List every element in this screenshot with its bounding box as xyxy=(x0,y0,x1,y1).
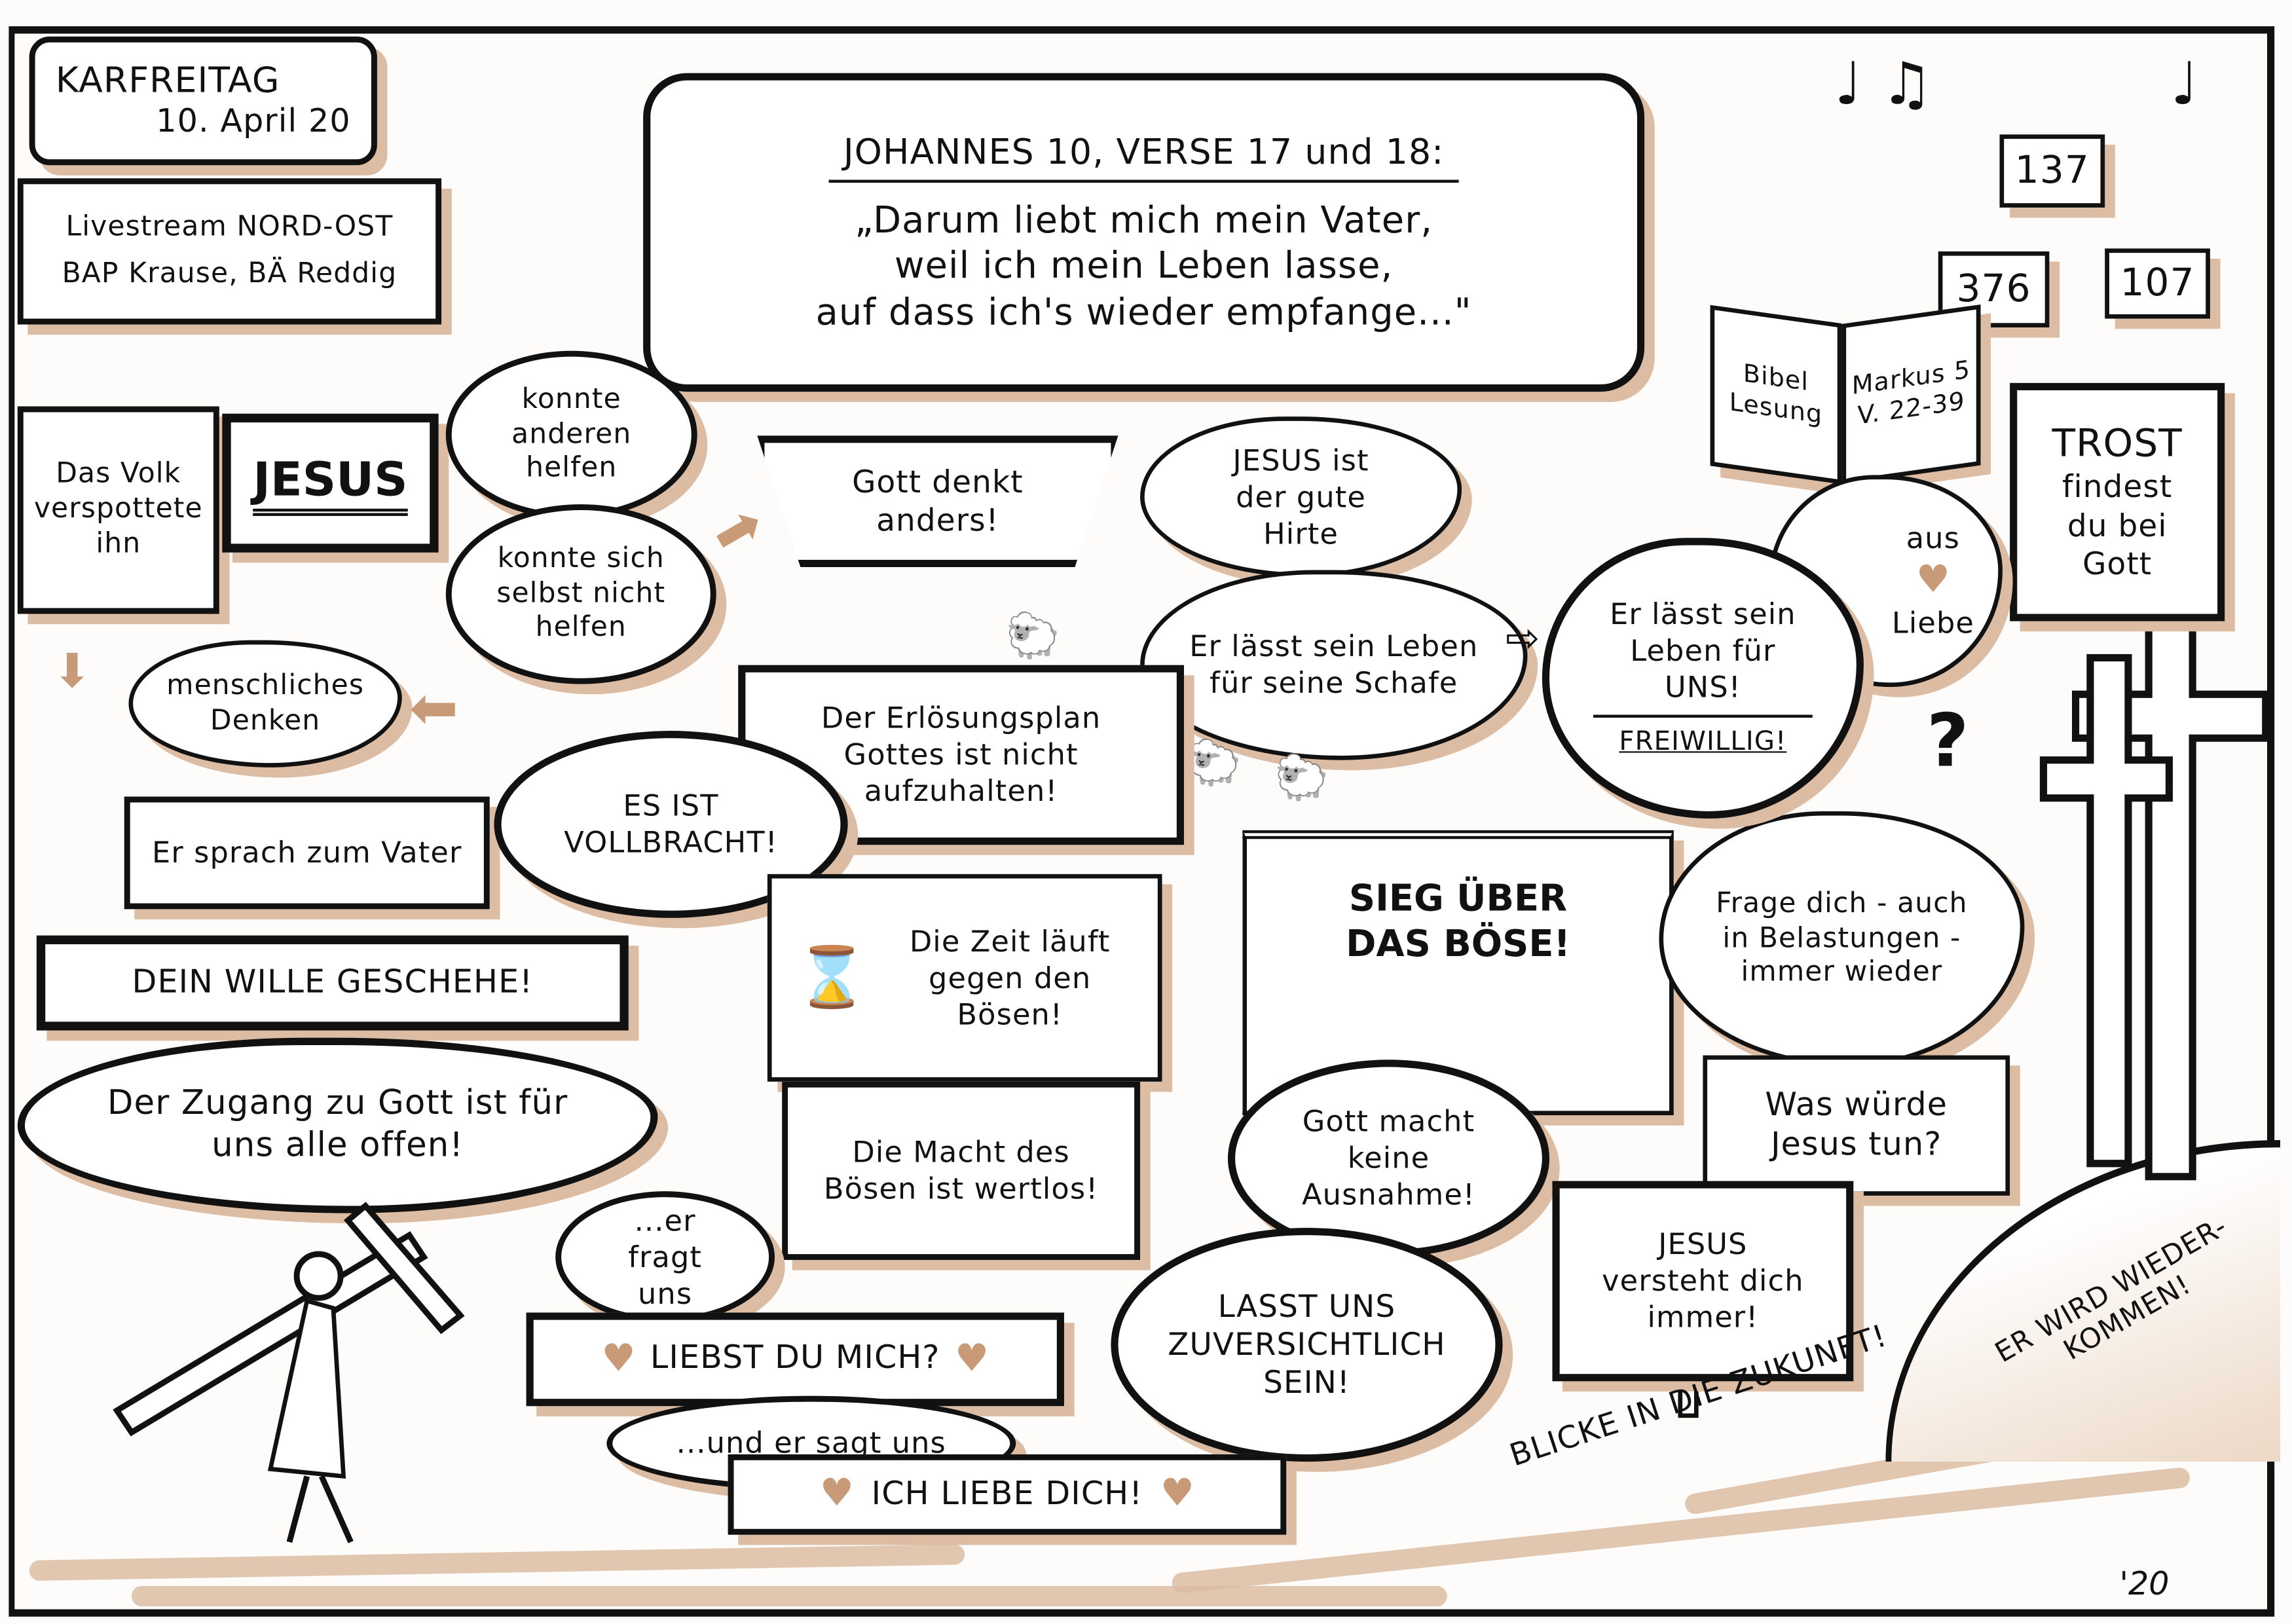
question-mark: ? xyxy=(1926,698,1969,784)
do-you-love-me-text: LIEBST DU MICH? xyxy=(650,1340,940,1378)
music-note-icon: ♩ xyxy=(2170,51,2198,119)
heart-icon: ♥ xyxy=(819,1472,854,1517)
i-love-you-banner: ♥ ICH LIEBE DICH! ♥ xyxy=(728,1454,1287,1535)
heart-icon: ♥ xyxy=(601,1337,636,1381)
spoke-to-father-box: Er sprach zum Vater xyxy=(124,796,490,910)
cloud-access-to-god: Der Zugang zu Gott ist für uns alle offe… xyxy=(17,1037,658,1213)
sheep-icon: 🐑 xyxy=(1274,752,1329,804)
bible-reading-label: Bibel Lesung xyxy=(1710,304,1842,485)
arrow-left-icon: ⬅ xyxy=(409,675,458,743)
freiwillig-text: FREIWILLIG! xyxy=(1619,726,1787,758)
artist-signature: '20 xyxy=(2119,1566,2170,1604)
figure-carrying-cross-icon xyxy=(113,1202,465,1543)
arrow-down-icon: ⬇ xyxy=(52,643,92,699)
jesus-understands-sign: JESUS versteht dich immer! xyxy=(1552,1181,1854,1382)
cloud-ask-yourself: Frage dich - auch in Belastungen - immer… xyxy=(1659,811,2025,1067)
time-running-box: ⌛ Die Zeit läuft gegen den Bösen! xyxy=(767,874,1162,1082)
volk-box: Das Volk verspottete ihn xyxy=(17,406,219,614)
hymn-number-3: 107 xyxy=(2105,248,2210,319)
music-notes-icon: ♩ ♫ xyxy=(1834,51,1933,119)
bubble-no-exception: Gott macht keine Ausnahme! xyxy=(1227,1060,1550,1257)
hymn-number-2: 376 xyxy=(1938,251,2050,327)
hymn-number-1: 137 xyxy=(1999,134,2105,208)
aus-text: aus xyxy=(1906,521,1961,556)
livestream-box: Livestream NORD-OST BAP Krause, BÄ Reddi… xyxy=(17,178,442,325)
bubble-he-asks-us: ...er fragt uns xyxy=(555,1191,775,1323)
title-box: KARFREITAG 10. April 20 xyxy=(29,36,377,166)
gott-denkt-anders-box: Gott denkt anders! xyxy=(757,435,1118,568)
time-running-text: Die Zeit läuft gegen den Bösen! xyxy=(909,923,1111,1031)
bubble-be-confident: LASST UNS ZUVERSICHTLICH SEIN! xyxy=(1111,1227,1503,1462)
trost-title: TROST xyxy=(2052,422,2183,466)
page-frame xyxy=(9,26,2275,1617)
arrow-right-icon: ⇨ xyxy=(1506,614,1540,663)
trost-box: TROST findest du bei Gott xyxy=(2010,382,2225,621)
sheep-icon: 🐑 xyxy=(1187,738,1242,790)
heart-icon: ♥ xyxy=(954,1337,989,1381)
bubble-helped-others: konnte anderen helfen xyxy=(445,350,697,519)
jesus-box: JESUS xyxy=(222,413,439,553)
what-would-jesus-do-box: Was würde Jesus tun? xyxy=(1703,1055,2010,1196)
curtain-stage: SIEG ÜBER DAS BÖSE! xyxy=(1242,830,1674,1116)
title: KARFREITAG xyxy=(55,60,280,101)
do-you-love-me-banner: ♥ LIEBST DU MICH? ♥ xyxy=(526,1312,1064,1407)
ground-stroke xyxy=(131,1585,1447,1607)
liebe-text: Liebe xyxy=(1891,604,1975,640)
date: 10. April 20 xyxy=(156,104,351,141)
heart-icon: ♥ xyxy=(1915,559,1950,603)
cloud-human-thinking: menschliches Denken xyxy=(128,640,402,767)
thy-will-be-done-box: DEIN WILLE GESCHEHE! xyxy=(36,935,629,1031)
trost-text: findest du bei Gott xyxy=(2061,470,2173,582)
bible-passage: Markus 5 V. 22-39 xyxy=(1841,304,1981,485)
victory-over-evil-text: SIEG ÜBER DAS BÖSE! xyxy=(1346,877,1570,965)
bible-book-icon: Bibel Lesung Markus 5 V. 22-39 xyxy=(1695,304,1987,490)
crosses-icon xyxy=(2039,559,2270,1181)
cloud-life-for-us: Er lässt sein Leben für UNS! FREIWILLIG! xyxy=(1542,538,1864,819)
i-love-you-text: ICH LIEBE DICH! xyxy=(871,1475,1143,1513)
life-for-us-text: Er lässt sein Leben für UNS! xyxy=(1593,597,1813,718)
scripture-box: JOHANNES 10, VERSE 17 und 18: „Darum lie… xyxy=(643,73,1645,392)
livestream-text: Livestream NORD-OST xyxy=(65,210,394,244)
quote-line-1: „Darum liebt mich mein Vater, xyxy=(855,198,1433,242)
scripture-reference: JOHANNES 10, VERSE 17 und 18: xyxy=(828,130,1459,183)
heart-icon: ♥ xyxy=(1160,1472,1194,1517)
bubble-not-himself: konnte sich selbst nicht helfen xyxy=(445,504,716,684)
jesus-label: JESUS xyxy=(253,450,408,516)
pastors-text: BAP Krause, BÄ Reddig xyxy=(62,257,397,289)
hourglass-icon: ⌛ xyxy=(795,944,868,1012)
quote-line-2: weil ich mein Leben lasse, xyxy=(894,244,1394,287)
cloud-good-shepherd: JESUS ist der gute Hirte xyxy=(1140,416,1462,578)
power-of-evil-box: Die Macht des Bösen ist wertlos! xyxy=(782,1081,1141,1261)
quote-line-3: auf dass ich's wieder empfange..." xyxy=(815,290,1472,333)
sheep-icon: 🐑 xyxy=(1005,611,1061,663)
bubble-it-is-finished: ES IST VOLLBRACHT! xyxy=(494,731,848,918)
cloud-life-for-sheep: Er lässt sein Leben für seine Schafe xyxy=(1140,570,1528,760)
